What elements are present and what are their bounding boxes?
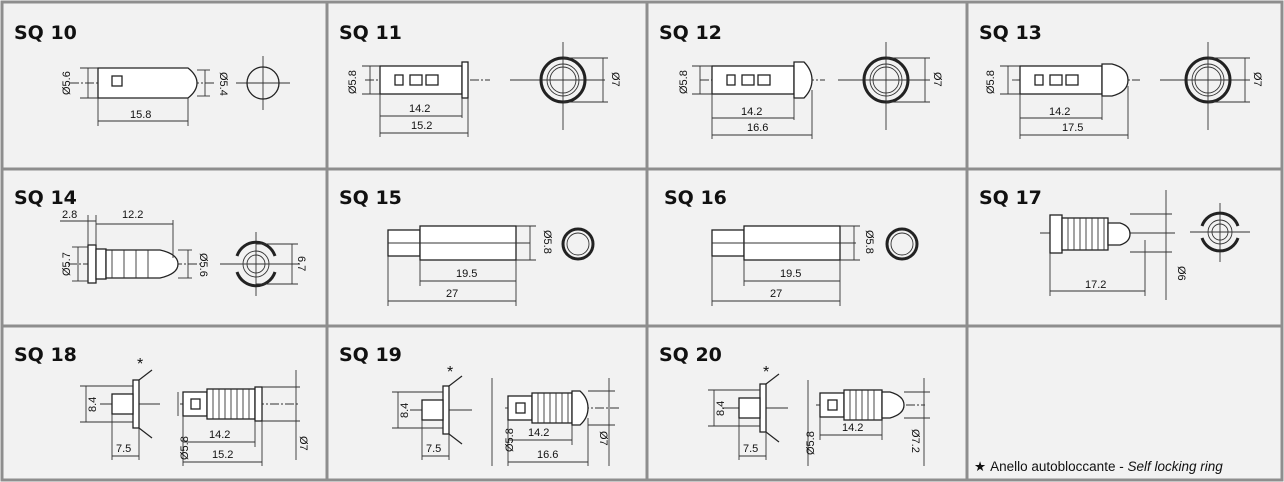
legend-text-it: Anello autobloccante - [990,459,1127,474]
star: * [763,364,769,381]
diagram-sq10: SQ 10 15.8 Ø5.6 Ø5.4 [14,22,290,126]
dim-dia: Ø5.8 [863,230,875,254]
diagram-sq20: SQ 20 * 8.4 7.5 14.2 Ø5.8 Ø7.2 [659,344,930,466]
dim-dia-left: Ø5.7 [61,252,73,276]
star: * [447,364,453,381]
dim-ring-h: 8.4 [87,397,99,412]
dim-len-inner: 19.5 [780,268,801,280]
dim-dia: Ø5.8 [678,70,690,94]
title-sq10: SQ 10 [14,22,77,44]
title-sq18: SQ 18 [14,344,77,366]
diagram-sq12: SQ 12 14.2 16.6 Ø5.8 Ø7 [659,22,943,139]
dim-dia-left: Ø5.6 [61,71,73,95]
dim-head: Ø7 [609,72,621,87]
dim-dia: Ø5.8 [347,70,359,94]
dim-head: Ø7 [297,436,309,451]
diagram-sq16: SQ 16 19.5 27 Ø5.8 [664,187,919,306]
dim-len-outer: 27 [770,288,782,300]
lamp-body [87,244,97,284]
dim-dia-right: Ø5.6 [197,253,209,277]
ring [132,379,140,429]
dim-len-inner: 14.2 [528,427,549,439]
ring [759,383,767,433]
cell-sq19 [325,324,649,482]
dim-head: Ø7 [1251,72,1263,87]
dim-len-inner: 14.2 [842,422,863,434]
dim-dia: Ø5.8 [541,230,553,254]
title-sq12: SQ 12 [659,22,722,44]
dim-len-inner: 19.5 [456,268,477,280]
dim-len-inner: 14.2 [1049,106,1070,118]
diagram-sq11: SQ 11 14.2 15.2 Ø5.8 Ø7 [339,22,621,137]
dim-head: Ø7 [597,431,609,446]
diagram-sq19: SQ 19 * 8.4 7.5 14.2 16.6 Ø5.8 [339,344,620,466]
lamp-body [1049,214,1063,254]
dim-dia: Ø5.8 [504,428,516,452]
diagram-sq14: SQ 14 2.8 12.2 Ø5.7 Ø5.6 6.7 [14,187,307,296]
title-sq20: SQ 20 [659,344,722,366]
dim-ring-w: 7.5 [743,443,758,455]
cell-sq18 [0,324,329,482]
legend: ★ Anello autobloccante - Self locking rin… [974,459,1223,474]
dim-ring-h: 8.4 [399,403,411,418]
dim-ring-w: 7.5 [426,443,441,455]
title-sq19: SQ 19 [339,344,402,366]
dim-b: 12.2 [122,209,143,221]
title-sq17: SQ 17 [979,187,1042,209]
title-sq13: SQ 13 [979,22,1042,44]
lamp-body [97,67,198,99]
dim-length: 15.8 [130,109,151,121]
title-sq16: SQ 16 [664,187,727,209]
dim-len-outer: 27 [446,288,458,300]
dim-len-outer: 16.6 [537,449,558,461]
dim-ring-h: 8.4 [715,401,727,416]
title-sq15: SQ 15 [339,187,402,209]
dim-ring-w: 7.5 [116,443,131,455]
dim-len-inner: 14.2 [741,106,762,118]
title-sq11: SQ 11 [339,22,402,44]
legend-note: ★ Anello autobloccante - Self locking rin… [974,459,1223,474]
dim-a: 2.8 [62,209,77,221]
dim-head: Ø7.2 [909,429,921,453]
dim-len-outer: 17.5 [1062,122,1083,134]
title-sq14: SQ 14 [14,187,77,209]
star: * [137,356,143,373]
dim-head: Ø7 [931,72,943,87]
diagram-sq15: SQ 15 19.5 27 Ø5.8 [339,187,595,306]
dim-side: 6.7 [295,256,307,271]
dim-len-inner: 14.2 [209,429,230,441]
diagram-sq18: SQ 18 * 8.4 7.5 14.2 15.2 [14,344,309,466]
cell-legend [965,324,1284,482]
legend-star: ★ [974,459,986,474]
dim-len: 17.2 [1085,279,1106,291]
dim-len-inner: 14.2 [409,103,430,115]
legend-text-en: Self locking ring [1127,459,1223,474]
dim-len-outer: 15.2 [411,120,432,132]
dim-dia: Ø5.8 [805,431,817,455]
dim-dia: Ø6 [1175,266,1187,281]
diagram-sq17: SQ 17 17.2 Ø6 [979,187,1250,300]
dim-len-outer: 16.6 [747,122,768,134]
dim-dia-right: Ø5.4 [217,72,229,96]
dim-dia: Ø5.8 [179,436,191,460]
diagram-sq13: SQ 13 14.2 17.5 Ø5.8 Ø7 [979,22,1263,139]
dim-dia: Ø5.8 [985,70,997,94]
dim-len-outer: 15.2 [212,449,233,461]
ring [442,385,450,435]
